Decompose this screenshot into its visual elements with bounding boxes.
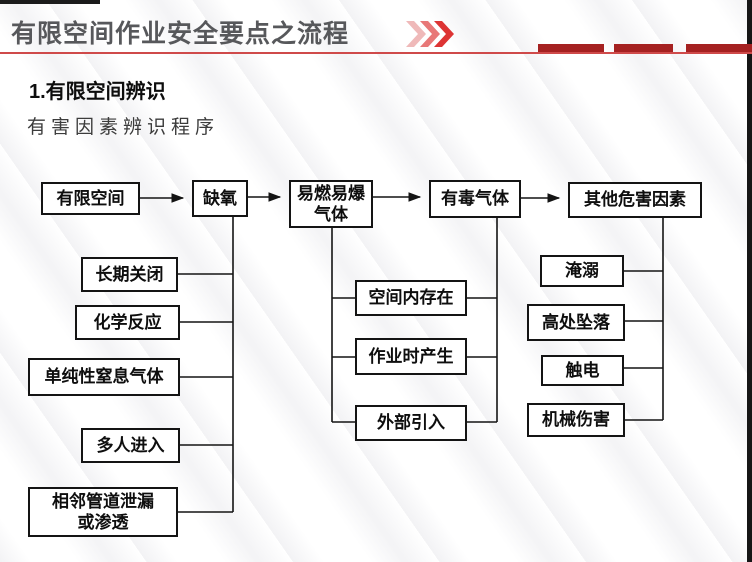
right-edge-artifact [747, 0, 752, 562]
node-adjacent-pipeline-leak: 相邻管道泄漏 或渗透 [28, 487, 178, 537]
header-dash [686, 44, 752, 52]
node-chemical-reaction: 化学反应 [75, 305, 180, 340]
node-simple-asphyxiant-gas: 单纯性窒息气体 [28, 358, 180, 396]
node-oxygen-deficiency: 缺氧 [192, 180, 248, 217]
node-other-hazards: 其他危害因素 [568, 182, 702, 218]
node-fall-from-height: 高处坠落 [527, 304, 625, 341]
node-confined-space: 有限空间 [41, 182, 140, 215]
header-dash [614, 44, 673, 52]
node-mechanical-injury: 机械伤害 [527, 403, 625, 437]
node-flammable-explosive-gas: 易燃易爆 气体 [289, 180, 373, 228]
node-drowning: 淹溺 [540, 255, 624, 287]
header-dash [538, 44, 604, 52]
page-title: 有限空间作业安全要点之流程 [11, 20, 350, 48]
section-subheading: 有害因素辨识程序 [27, 117, 220, 138]
node-long-term-closure: 长期关闭 [81, 257, 178, 292]
node-existing-in-space: 空间内存在 [355, 280, 467, 316]
triple-chevron-icon [406, 21, 454, 47]
section-heading: 1.有限空间辨识 [29, 81, 166, 103]
node-generated-during-work: 作业时产生 [355, 338, 467, 375]
node-electric-shock: 触电 [541, 355, 624, 386]
node-external-introduction: 外部引入 [355, 405, 467, 441]
top-edge-artifact [0, 0, 100, 4]
node-multiple-entrants: 多人进入 [81, 428, 180, 463]
node-toxic-gas: 有毒气体 [429, 180, 521, 218]
header-rule [0, 52, 752, 54]
